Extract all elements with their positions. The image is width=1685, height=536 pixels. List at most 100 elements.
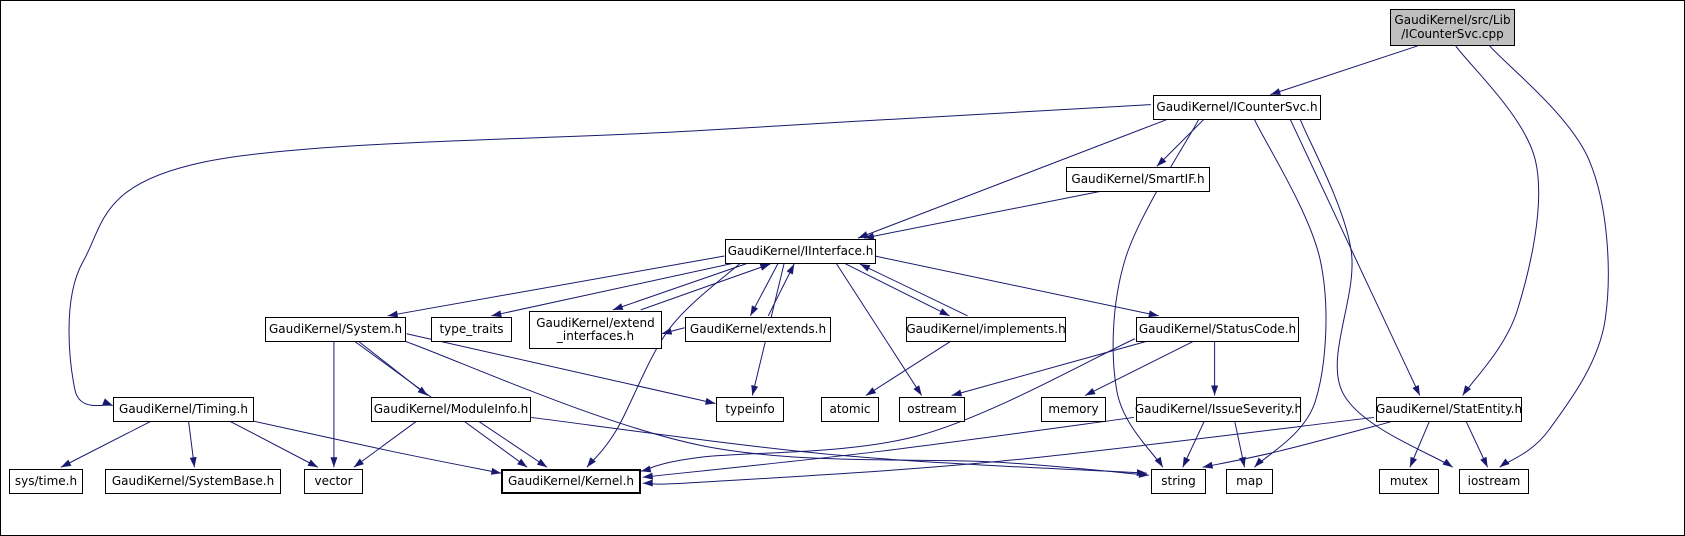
edge-timing-vector-arrowhead	[307, 459, 318, 468]
edge-moduleinfo-kernel-arrowhead	[536, 458, 548, 468]
edge-statuscode-issueseverity-arrowhead	[1211, 385, 1219, 396]
node-kernel[interactable]: GaudiKernel/Kernel.h	[501, 469, 641, 494]
edge-iinterface-ostream	[835, 262, 923, 396]
edge-cpp-icountersvc-arrowhead	[1270, 88, 1281, 95]
node-extend-interfaces[interactable]: GaudiKernel/extend _interfaces.h	[529, 311, 662, 349]
node-vector: vector	[304, 469, 363, 494]
edge-implements-atomic-arrowhead	[865, 387, 877, 396]
edge-icountersvc-timing-arrowhead	[102, 398, 113, 406]
edge-smartif-iinterface-arrowhead	[863, 232, 875, 240]
edge-statuscode-kernel-arrowhead	[640, 465, 652, 473]
edge-system-typeinfo	[406, 333, 716, 404]
edge-iinterface-type_traits-arrowhead	[491, 310, 502, 318]
edge-timing-kernel	[250, 419, 502, 474]
node-statentity[interactable]: GaudiKernel/StatEntity.h	[1376, 397, 1522, 422]
edge-iinterface-system-arrowhead	[387, 310, 399, 318]
edge-icountersvc-timing	[68, 104, 1151, 407]
edge-timing-kernel-arrowhead	[490, 467, 502, 475]
edge-moduleinfo-kernel	[477, 420, 548, 468]
node-iostream: iostream	[1459, 469, 1529, 494]
edge-iinterface-extend_interfaces	[612, 262, 749, 311]
edge-iinterface-type_traits	[491, 262, 735, 317]
edge-implements-iinterface	[859, 263, 968, 317]
node-mutex: mutex	[1379, 469, 1439, 494]
edge-extends-extend_interfaces-arrowhead	[661, 327, 673, 335]
edge-system-kernel-arrowhead	[517, 458, 528, 468]
edge-moduleinfo-vector	[353, 420, 418, 468]
edge-timing-systime-arrowhead	[60, 459, 72, 468]
node-atomic: atomic	[821, 397, 879, 422]
edge-statentity-kernel	[642, 416, 1375, 485]
node-implements[interactable]: GaudiKernel/implements.h	[906, 317, 1066, 342]
edge-issueseverity-kernel-arrowhead	[642, 472, 654, 480]
node-smartif[interactable]: GaudiKernel/SmartIF.h	[1066, 167, 1210, 192]
edge-cpp-statentity-arrowhead	[1462, 385, 1471, 396]
edge-iinterface-statuscode-arrowhead	[1148, 310, 1159, 318]
edge-statuscode-ostream	[951, 340, 1149, 397]
edge-extend_interfaces-iinterface	[640, 263, 771, 311]
node-map: map	[1226, 469, 1273, 494]
edge-iinterface-system	[387, 255, 725, 317]
edge-statuscode-ostream-arrowhead	[951, 389, 963, 397]
edge-timing-vector	[228, 419, 319, 468]
edge-statentity-kernel-arrowhead	[642, 479, 653, 487]
edge-issueseverity-kernel	[642, 416, 1134, 478]
node-ostream: ostream	[899, 397, 965, 422]
edge-iinterface-implements-arrowhead	[939, 308, 950, 316]
edge-moduleinfo-vector-arrowhead	[353, 458, 364, 468]
edge-statentity-mutex-arrowhead	[1409, 456, 1417, 468]
edge-smartif-iinterface	[863, 190, 1102, 239]
edge-icountersvc-map-arrowhead	[1254, 457, 1264, 468]
edge-icountersvc-statentity	[1289, 119, 1421, 396]
edge-cpp-icountersvc	[1270, 45, 1419, 96]
edge-icountersvc-map	[1254, 119, 1327, 468]
node-icountersvc[interactable]: GaudiKernel/ICounterSvc.h	[1153, 95, 1321, 120]
edge-icountersvc-smartif-arrowhead	[1156, 156, 1167, 167]
edge-cpp-statentity	[1455, 45, 1540, 396]
edge-iinterface-kernel-arrowhead	[586, 457, 596, 468]
edge-iinterface-extends-arrowhead	[750, 305, 759, 316]
node-cpp: GaudiKernel/src/Lib /ICounterSvc.cpp	[1390, 9, 1515, 46]
edge-statuscode-memory-arrowhead	[1085, 387, 1096, 396]
edge-timing-systime	[60, 419, 153, 468]
node-system[interactable]: GaudiKernel/System.h	[265, 317, 406, 342]
edge-system-vector-arrowhead	[330, 457, 338, 468]
edge-statuscode-memory	[1084, 340, 1195, 396]
node-systime: sys/time.h	[9, 469, 83, 494]
edge-timing-systembase-arrowhead	[189, 456, 197, 468]
edge-implements-iinterface-arrowhead	[859, 264, 871, 272]
node-systembase[interactable]: GaudiKernel/SystemBase.h	[105, 469, 281, 494]
edge-icountersvc-iostream	[1299, 119, 1453, 468]
node-issueseverity[interactable]: GaudiKernel/IssueSeverity.h	[1135, 397, 1302, 422]
node-type-traits: type_traits	[431, 317, 512, 342]
edge-icountersvc-string-arrowhead	[1154, 456, 1163, 468]
node-iinterface[interactable]: GaudiKernel/IInterface.h	[725, 239, 876, 264]
edge-cpp-iostream-arrowhead	[1499, 458, 1510, 468]
edge-statentity-iostream-arrowhead	[1480, 456, 1488, 468]
edge-iinterface-typeinfo-arrowhead	[751, 385, 759, 396]
edge-system-string	[403, 340, 1149, 476]
edge-extends-iinterface-arrowhead	[786, 264, 795, 275]
edge-cpp-iostream	[1489, 45, 1609, 468]
edge-implements-atomic	[865, 340, 952, 396]
edge-icountersvc-iostream-arrowhead	[1442, 458, 1453, 468]
edge-iinterface-statuscode	[874, 255, 1159, 317]
edge-icountersvc-smartif	[1156, 119, 1204, 167]
edge-moduleinfo-string-arrowhead	[1136, 469, 1147, 477]
node-extends[interactable]: GaudiKernel/extends.h	[685, 317, 831, 342]
edge-extend_interfaces-iinterface-arrowhead	[759, 264, 771, 271]
edge-system-typeinfo-arrowhead	[704, 397, 716, 405]
node-moduleinfo[interactable]: GaudiKernel/ModuleInfo.h	[371, 397, 531, 422]
edge-iinterface-extend_interfaces-arrowhead	[612, 303, 624, 310]
edge-moduleinfo-string	[531, 416, 1147, 474]
edge-iinterface-kernel	[586, 262, 741, 468]
node-statuscode[interactable]: GaudiKernel/StatusCode.h	[1136, 317, 1299, 342]
edge-iinterface-implements	[843, 262, 950, 317]
node-string: string	[1151, 469, 1206, 494]
node-timing[interactable]: GaudiKernel/Timing.h	[113, 397, 254, 422]
edge-statentity-string	[1202, 419, 1397, 468]
edge-icountersvc-iinterface-arrowhead	[857, 231, 869, 239]
edge-icountersvc-statentity-arrowhead	[1412, 385, 1420, 396]
